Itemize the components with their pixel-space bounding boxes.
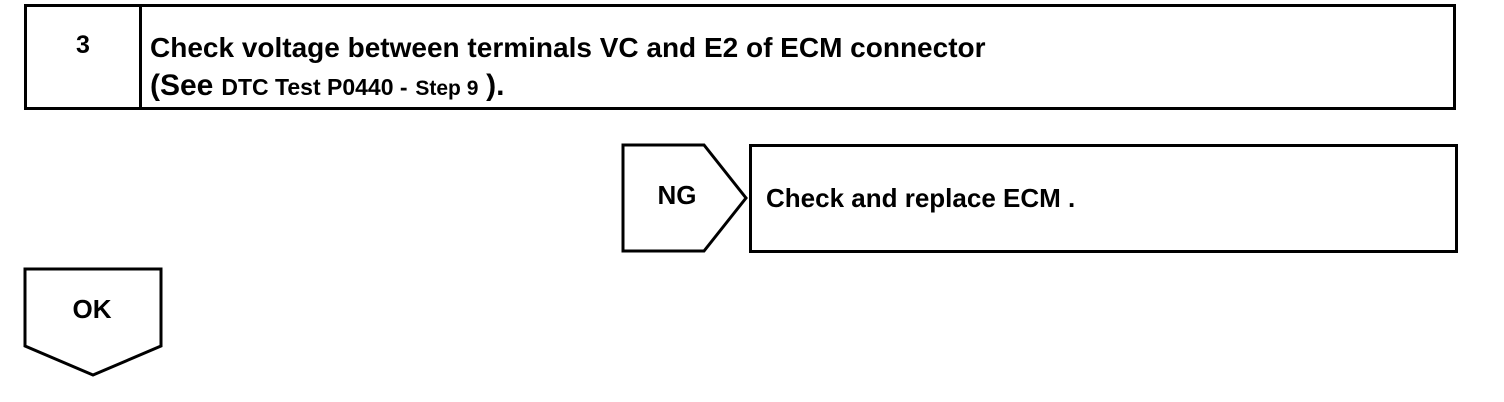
ng-arrow-shape	[621, 143, 748, 253]
ok-arrow-shape	[23, 267, 163, 377]
step-instruction: Check voltage between terminals VC and E…	[142, 7, 1453, 107]
reference-link[interactable]: DTC Test P0440 -	[221, 74, 408, 100]
reference-step: Step 9	[415, 77, 479, 100]
ok-label: OK	[72, 294, 112, 324]
step-number: 3	[27, 7, 142, 107]
step-reference-line: (See DTC Test P0440 - Step 9 ).	[150, 67, 1453, 108]
ng-action-box: Check and replace ECM .	[749, 144, 1458, 253]
ng-label: NG	[657, 180, 697, 210]
see-open-text: (See	[150, 69, 214, 102]
step-title: Check voltage between terminals VC and E…	[150, 32, 986, 63]
see-close-text: ).	[486, 69, 505, 102]
step-header-box: 3 Check voltage between terminals VC and…	[24, 4, 1456, 110]
